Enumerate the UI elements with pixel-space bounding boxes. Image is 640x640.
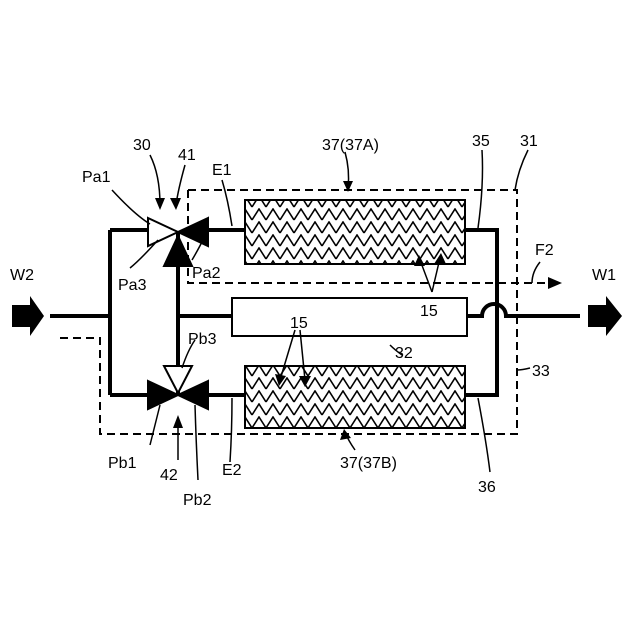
label-e1: E1 <box>212 162 232 179</box>
valve-42 <box>148 366 208 409</box>
label-37b: 37(37B) <box>340 455 397 472</box>
outlet-arrow-w1 <box>588 296 622 336</box>
label-37a: 37(37A) <box>322 137 379 154</box>
label-36: 36 <box>478 479 496 496</box>
heat-exchanger-37a <box>245 200 465 264</box>
label-15-upper: 15 <box>420 303 438 320</box>
label-pa3: Pa3 <box>118 277 147 294</box>
label-15-lower: 15 <box>290 315 308 332</box>
label-f2: F2 <box>535 242 554 259</box>
label-32: 32 <box>395 345 413 362</box>
label-31: 31 <box>520 133 538 150</box>
f2-arrowhead <box>548 277 562 289</box>
inlet-arrow-w2 <box>12 296 44 336</box>
label-pb3: Pb3 <box>188 331 217 348</box>
label-pb2: Pb2 <box>183 492 212 509</box>
label-pa1: Pa1 <box>82 169 111 186</box>
label-pa2: Pa2 <box>192 265 221 282</box>
label-w1: W1 <box>592 267 616 284</box>
label-pb1: Pb1 <box>108 455 137 472</box>
label-42: 42 <box>160 467 178 484</box>
label-41: 41 <box>178 147 196 164</box>
label-35: 35 <box>472 133 490 150</box>
label-30: 30 <box>133 137 151 154</box>
label-33: 33 <box>532 363 550 380</box>
label-e2: E2 <box>222 462 242 479</box>
label-w2: W2 <box>10 267 34 284</box>
